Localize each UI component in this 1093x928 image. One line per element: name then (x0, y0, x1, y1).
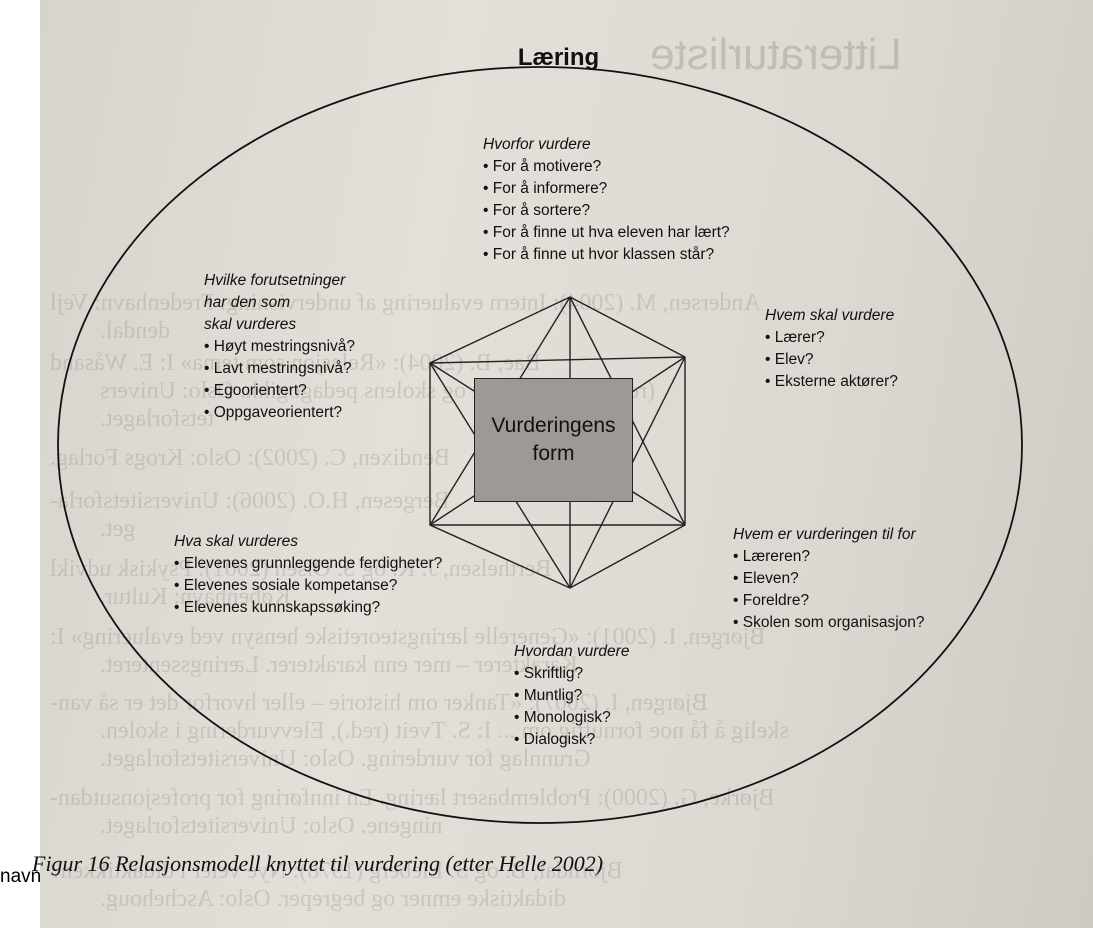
block-item: Foreldre? (733, 590, 925, 612)
block-hvem-skal-vurdere: Hvem skal vurdere Lærer? Elev? Eksterne … (765, 305, 898, 393)
block-heading: skal vurderes (204, 316, 297, 333)
hexagon-connector (429, 356, 686, 364)
block-item: For å informere? (483, 178, 730, 200)
block-item: Oppgaveorientert? (204, 402, 355, 424)
block-hvordan-vurdere: Hvordan vurdere Skriftlig? Muntlig? Mono… (514, 641, 629, 751)
block-item: Elevenes grunnleggende ferdigheter? (174, 553, 443, 575)
block-forutsetninger: Hvilke forutsetninger har den som skal v… (204, 270, 355, 424)
block-item: Muntlig? (514, 685, 629, 707)
learning-ellipse (57, 66, 1023, 824)
block-item: Skolen som organisasjon? (733, 612, 925, 634)
block-item: Eksterne aktører? (765, 371, 898, 393)
block-item: Elevenes sosiale kompetanse? (174, 575, 442, 597)
block-item: Elevenes kunnskapssøking? (174, 597, 442, 619)
block-item: Skriftlig? (514, 663, 629, 685)
block-heading: Hvorfor vurdere (483, 136, 591, 153)
block-item: For å sortere? (483, 200, 730, 222)
block-item: For å finne ut hvor klassen står? (483, 244, 730, 266)
block-heading: har den som (204, 294, 291, 311)
center-label-line: form (532, 442, 575, 465)
figure-caption: Figur 16 Relasjonsmodell knyttet til vur… (32, 851, 604, 876)
block-item: Monologisk? (514, 707, 629, 729)
block-item: Læreren? (733, 546, 925, 568)
block-item: Eleven? (733, 568, 925, 590)
block-heading: Hvilke forutsetninger (204, 272, 346, 289)
block-item: Lærer? (765, 327, 898, 349)
block-item: For å motivere? (483, 156, 730, 178)
block-hvem-er-vurderingen-til-for: Hvem er vurderingen til for Læreren? Ele… (733, 524, 925, 634)
block-item: Egoorientert? (204, 380, 355, 402)
block-item: Lavt mestringsnivå? (204, 358, 355, 380)
block-hva-skal-vurderes: Hva skal vurderes Elevenes grunnleggende… (174, 531, 442, 619)
center-label-line: Vurderingens (491, 414, 616, 437)
block-item: Høyt mestringsnivå? (204, 336, 355, 358)
edge-label: navn (0, 866, 42, 887)
block-item: For å finne ut hva eleven har lært? (483, 222, 730, 244)
block-heading: Hvem skal vurdere (765, 307, 895, 324)
block-heading: Hvordan vurdere (514, 643, 630, 660)
center-box: Vurderingens form (474, 378, 633, 502)
diagram-title: Læring (517, 44, 600, 71)
block-heading: Hvem er vurderingen til for (733, 526, 916, 543)
block-hvorfor-vurdere: Hvorfor vurdere For å motivere? For å in… (483, 134, 730, 266)
block-item: Dialogisk? (514, 729, 629, 751)
block-heading: Hva skal vurderes (174, 533, 299, 550)
block-item: Elev? (765, 349, 898, 371)
